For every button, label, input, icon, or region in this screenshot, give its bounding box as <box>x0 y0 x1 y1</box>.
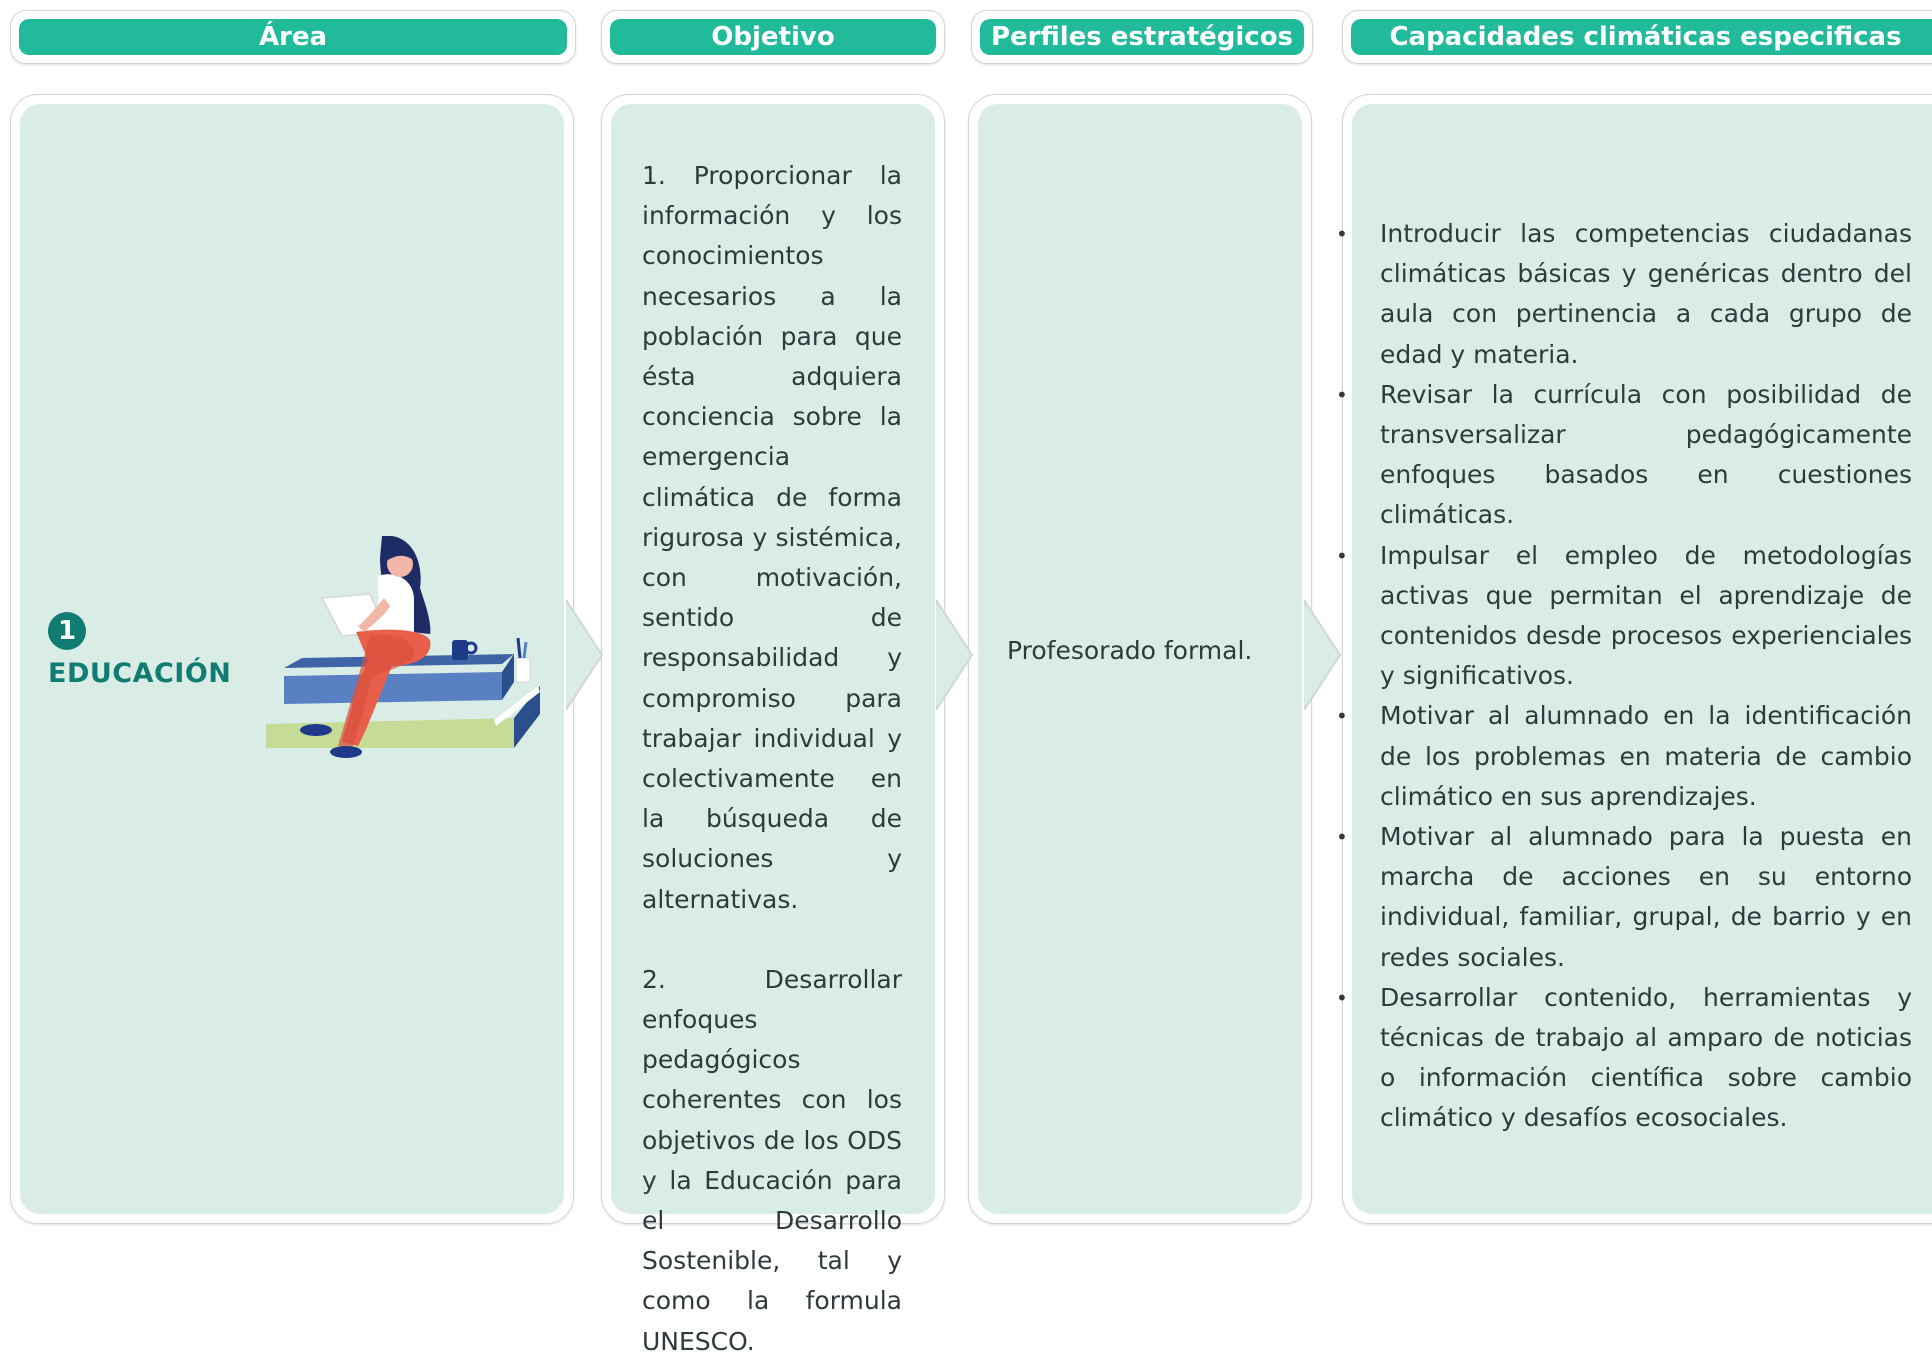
header-objetivo-frame: Objetivo <box>601 10 945 64</box>
header-area-frame: Área <box>10 10 576 64</box>
list-item: Revisar la currícula con posibilidad de … <box>1336 375 1912 536</box>
perfiles-text: Profesorado formal. <box>1007 636 1253 665</box>
chevron-right-icon <box>936 600 974 710</box>
header-capacidades: Capacidades climáticas especificas <box>1351 19 1932 55</box>
objetivo-item-1: 1. Proporcionar la información y los con… <box>642 161 902 914</box>
area-name: EDUCACIÓN <box>48 658 232 689</box>
perfiles-panel <box>978 104 1302 1214</box>
list-item: Impulsar el empleo de metodologías activ… <box>1336 536 1912 697</box>
area-label: 1 EDUCACIÓN <box>48 612 231 689</box>
header-objetivo: Objetivo <box>610 19 936 55</box>
objetivo-text: 1. Proporcionar la información y los con… <box>642 156 902 1362</box>
header-area: Área <box>19 19 567 55</box>
chevron-right-icon <box>566 600 604 710</box>
objetivo-column <box>601 94 945 1224</box>
list-item: Introducir las competencias ciudadanas c… <box>1336 214 1912 375</box>
objetivo-item-2: 2. Desarrollar enfoques pedagógicos cohe… <box>642 964 902 1356</box>
woman-reading-on-books-illustration <box>266 536 540 758</box>
chevron-right-icon <box>1304 600 1342 710</box>
area-number-badge: 1 <box>48 612 86 650</box>
objetivo-panel <box>611 104 935 1214</box>
header-perfiles: Perfiles estratégicos <box>980 19 1304 55</box>
list-item: Motivar al alumnado en la identificación… <box>1336 696 1912 817</box>
list-item: Desarrollar contenido, herramientas y té… <box>1336 978 1912 1139</box>
perfiles-column <box>968 94 1312 1224</box>
header-perfiles-frame: Perfiles estratégicos <box>971 10 1313 64</box>
list-item: Motivar al alumnado para la puesta en ma… <box>1336 817 1912 978</box>
capacidades-list: Introducir las competencias ciudadanas c… <box>1336 214 1912 1139</box>
header-capacidades-frame: Capacidades climáticas especificas <box>1342 10 1932 64</box>
